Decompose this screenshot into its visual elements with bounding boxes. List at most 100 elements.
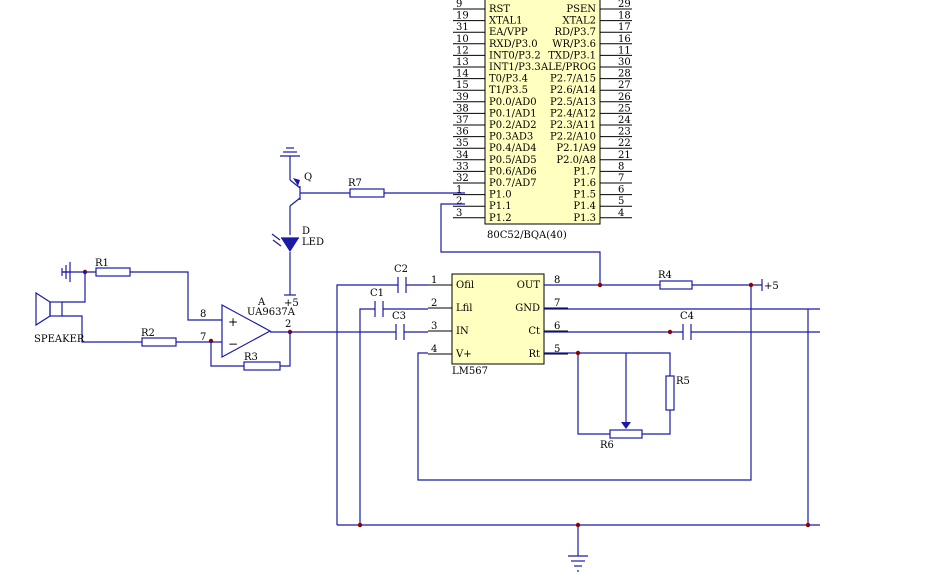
mcu-left-pin: 2 P1.1: [453, 196, 512, 212]
pin-label: P1.0: [489, 190, 512, 201]
pin-number: 6: [618, 185, 624, 196]
opamp-wiring: [62, 271, 291, 367]
pin-number: 32: [456, 173, 469, 184]
mcu-left-pin: 34 P0.5/AD5: [453, 150, 537, 166]
lm567-name: LM567: [452, 366, 488, 377]
capacitor-c4: C4: [680, 311, 694, 340]
pin-label: INT1/P3.3: [489, 62, 541, 73]
pin-number: 15: [456, 80, 469, 91]
pin-label: GND: [515, 303, 540, 314]
pin-label: P2.1/A9: [556, 143, 596, 154]
svg-text:SPEAKER: SPEAKER: [34, 334, 85, 345]
pin-number: 16: [618, 34, 631, 45]
resistor-r3: R3: [243, 352, 281, 371]
opamp-ua9637a: + − A UA9637A 8 7 2: [200, 297, 296, 359]
pin-label: P0.4/AD4: [489, 143, 537, 154]
pin-number: 4: [431, 344, 437, 355]
svg-text:R5: R5: [676, 376, 690, 387]
pin-number: 7: [554, 298, 560, 309]
mcu-left-pin: 1 P1.0: [453, 185, 512, 201]
svg-text:C4: C4: [680, 311, 694, 322]
svg-text:UA9637A: UA9637A: [247, 307, 296, 318]
pin-number: 36: [456, 127, 469, 138]
pin-number: 12: [456, 45, 469, 56]
capacitor-c3: C3: [392, 311, 406, 340]
speaker: SPEAKER: [34, 291, 85, 345]
pin-label: P0.0/AD0: [489, 97, 537, 108]
svg-text:R4: R4: [658, 270, 672, 281]
pin-label: Rt: [528, 349, 540, 360]
pin-number: 10: [456, 34, 469, 45]
mcu-right-pin: 8P1.7: [573, 161, 632, 177]
pin-number: 23: [618, 127, 631, 138]
svg-text:8: 8: [200, 309, 206, 320]
pin-number: 22: [618, 138, 631, 149]
junctions: [82, 269, 811, 528]
svg-text:R3: R3: [244, 352, 258, 363]
lm567-right-pin: 6Ct: [528, 321, 568, 337]
pin-number: 24: [618, 115, 631, 126]
transistor-q: Q: [289, 160, 350, 235]
pin-number: 4: [618, 208, 624, 219]
svg-text:R6: R6: [600, 440, 614, 451]
pin-number: 34: [456, 150, 469, 161]
mcu-right-pin: 6P1.5: [573, 185, 632, 201]
pin-label: P2.4/A12: [550, 108, 596, 119]
lm567-wiring: [290, 203, 820, 556]
pin-label: P0.5/AD5: [489, 155, 537, 166]
svg-text:+5: +5: [284, 298, 299, 309]
pin-label: Ct: [528, 326, 540, 337]
pin-label: IN: [456, 326, 469, 337]
pin-number: 17: [618, 22, 631, 33]
mcu-right-pin: 17 RD/P3.7: [554, 22, 632, 38]
svg-text:C1: C1: [370, 288, 384, 299]
mcu-right-pin: 4P1.3: [573, 208, 632, 224]
svg-text:+5: +5: [764, 281, 779, 292]
pin-label: RXD/P3.0: [489, 39, 538, 50]
mcu-name: 80C52/BQA(40): [487, 230, 567, 241]
pin-label: V+: [455, 349, 472, 360]
pin-number: 5: [618, 196, 624, 207]
pin-number: 1: [456, 185, 462, 196]
pin-number: 5: [554, 344, 560, 355]
pin-label: P1.6: [573, 178, 596, 189]
pin-number: 2: [456, 196, 462, 207]
pin-number: 29: [618, 0, 631, 10]
ground-symbol-bottom: [568, 555, 588, 572]
lm567-right-pin: 7 GND: [515, 298, 568, 314]
svg-text:C3: C3: [392, 311, 406, 322]
pin-label: RD/P3.7: [554, 27, 596, 38]
pin-label: P1.1: [489, 201, 512, 212]
resistor-r2: R2: [141, 328, 177, 347]
pin-number: 28: [618, 69, 631, 80]
mcu-right-pin: 16 WR/P3.6: [552, 34, 632, 50]
pin-number: 37: [456, 115, 469, 126]
resistor-r4: R4: [658, 270, 693, 290]
vcc-r4: +5: [761, 279, 779, 292]
pin-label: WR/P3.6: [552, 39, 596, 50]
lm567-right-pin: 5 Rt: [528, 344, 568, 360]
pin-label: T0/P3.4: [489, 74, 528, 85]
